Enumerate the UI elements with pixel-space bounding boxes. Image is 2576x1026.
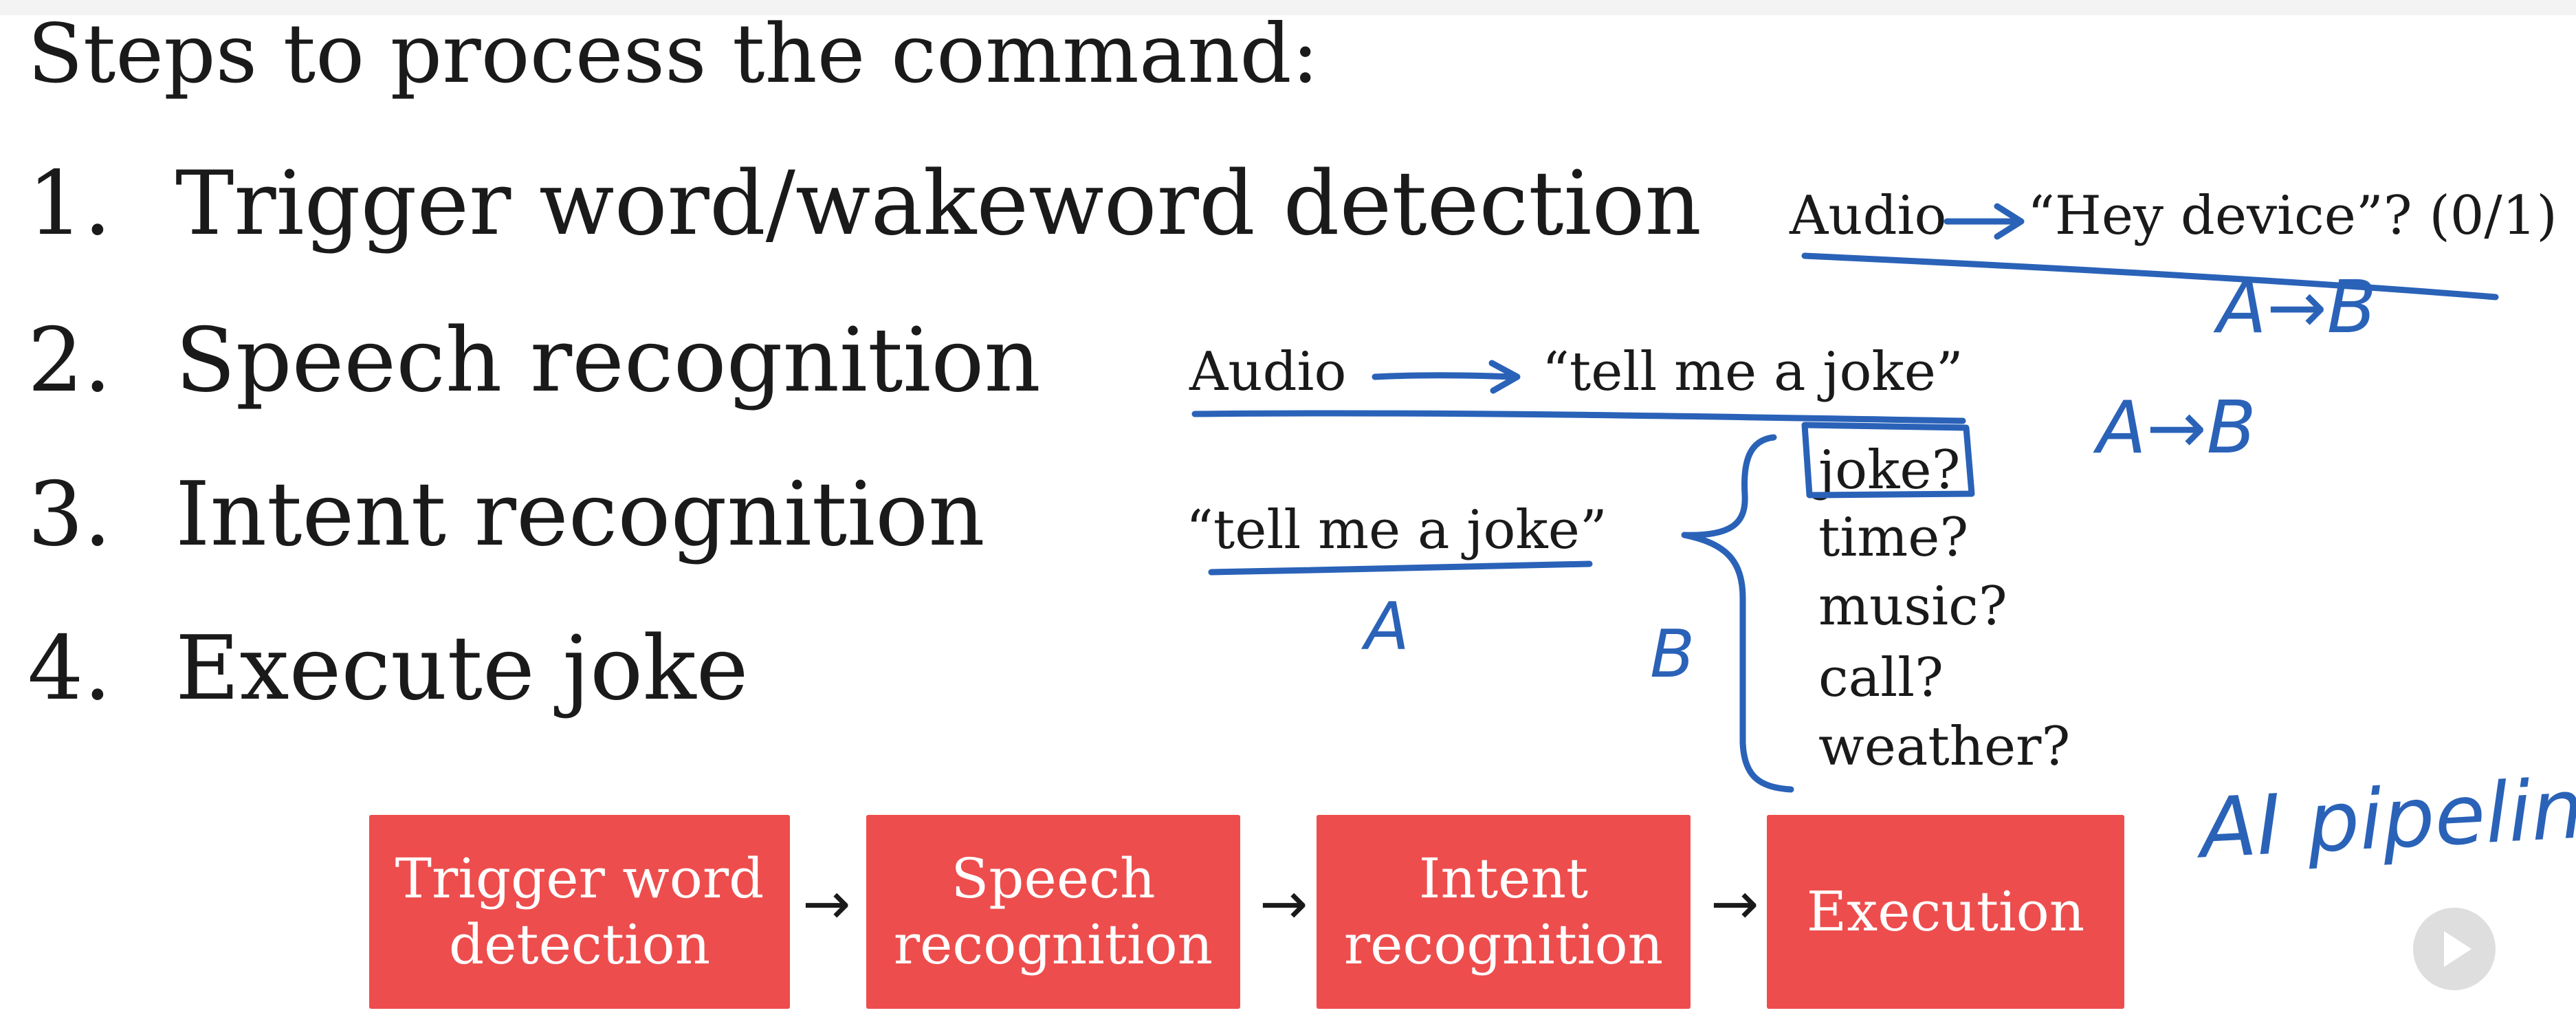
options-brace [1681,434,1794,793]
handwritten-a-to-b: A→B [2217,265,2377,349]
handwritten-pipeline-note: AI pipeline [2197,758,2576,877]
intent-option: time? [1818,507,1969,569]
speech-underline [1191,410,1966,424]
wakeword-input: Audio [1790,185,1947,247]
intent-option: joke? [1818,439,1961,501]
wakeword-underline [1801,252,2499,301]
pipeline-arrow-icon: → [802,870,851,937]
slide-title: Steps to process the command: [27,6,1319,101]
step-label: Trigger word/wakeword detection [175,153,1702,255]
speech-arrow-line [1372,372,1516,380]
speech-input: Audio [1189,341,1347,403]
step-2: 2. Speech recognition [27,308,1041,414]
step-number: 2. [27,309,112,412]
intent-underline [1208,560,1593,576]
box-line: Speech [951,847,1156,910]
pipeline-box-execution: Execution [1767,815,2124,1009]
handwritten-b: B [1650,617,1695,692]
top-bar [0,0,2576,15]
box-line: Intent [1418,847,1589,910]
handwritten-a: A [1365,589,1409,665]
step-4: 4. Execute joke [27,616,748,722]
intent-option: music? [1818,576,2007,637]
step-1: 1. Trigger word/wakeword detection [27,151,1702,257]
intent-option: weather? [1818,716,2071,778]
step-label: Speech recognition [175,309,1041,412]
box-line: Execution [1806,880,2085,943]
box-line: recognition [1343,913,1664,976]
wakeword-output: “Hey device”? (0/1) [2027,185,2557,247]
box-line: Trigger word [395,847,764,910]
intent-input: “tell me a joke” [1186,499,1607,561]
step-label: Intent recognition [175,463,985,566]
speech-arrow-head [1488,360,1521,394]
play-icon[interactable] [2413,908,2496,990]
speech-output: “tell me a joke” [1542,341,1963,403]
box-line: recognition [893,913,1213,976]
intent-option: call? [1818,647,1944,709]
step-label: Execute joke [175,618,749,720]
box-line: detection [448,913,711,976]
step-number: 1. [27,153,112,255]
wakeword-arrow-head [1994,203,2025,240]
handwritten-a-to-b: A→B [2097,386,2256,470]
pipeline-arrow-icon: → [1710,870,1759,937]
step-3: 3. Intent recognition [27,462,985,568]
pipeline-arrow-icon: → [1259,870,1308,937]
step-number: 4. [27,618,112,720]
step-number: 3. [27,463,112,566]
